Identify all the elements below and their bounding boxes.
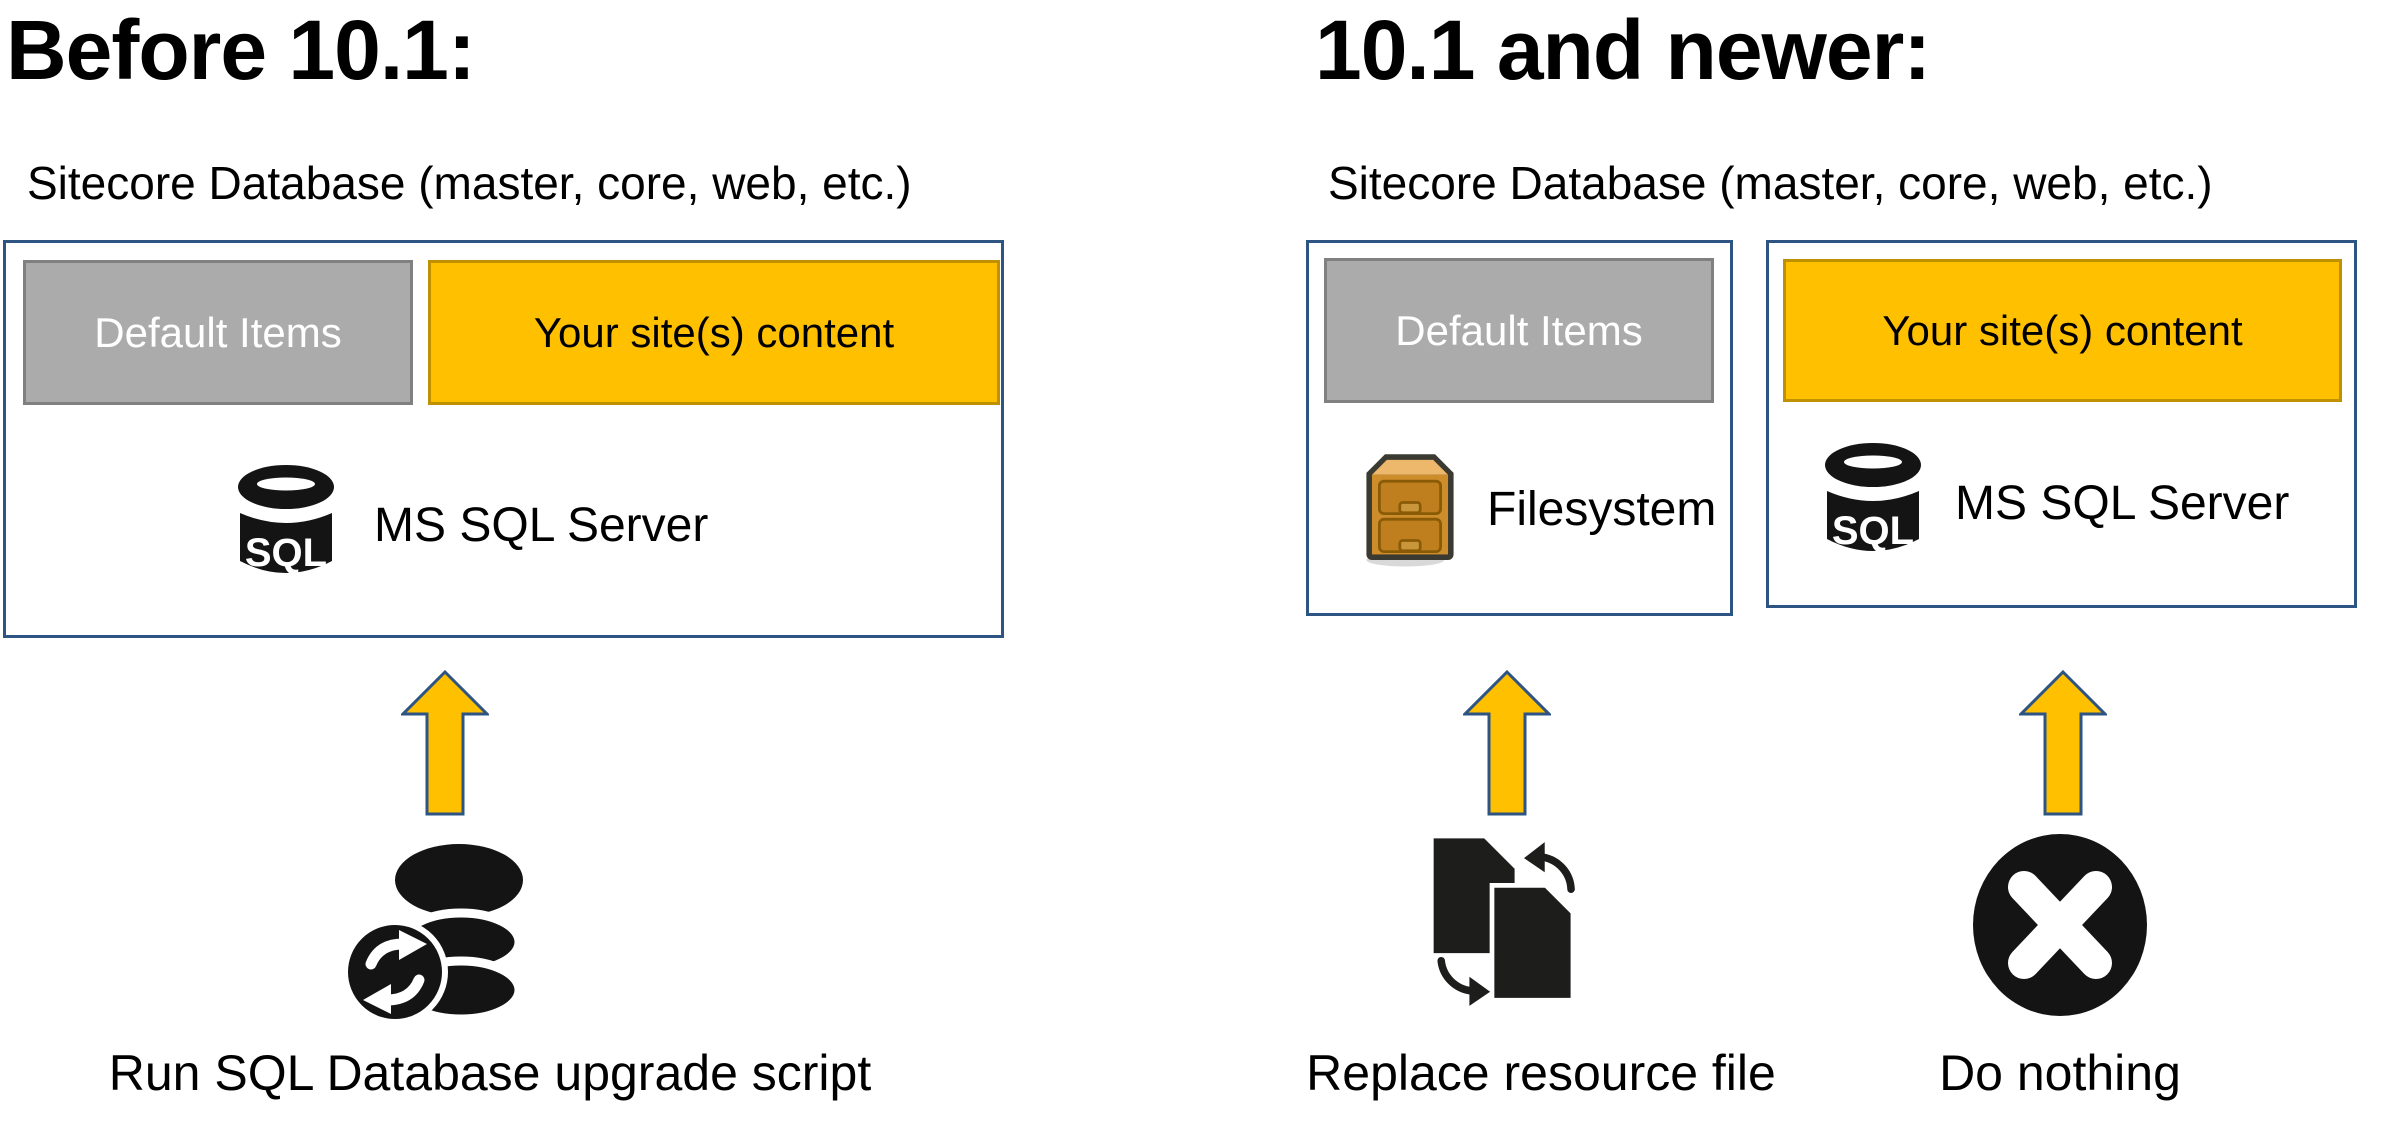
after-filesystem-row: Filesystem <box>1359 448 1716 570</box>
sql-database-icon: SQL <box>1825 443 1921 553</box>
after-site-content-box: Your site(s) content SQL MS SQL Server <box>1766 240 2357 608</box>
after-site-content-chip: Your site(s) content <box>1783 259 2342 402</box>
after-replace-caption: Replace resource file <box>1306 1045 1776 1101</box>
up-arrow-icon <box>2019 670 2107 816</box>
filesystem-cabinet-icon <box>1366 454 1454 567</box>
do-nothing-icon <box>1973 834 2147 1016</box>
up-arrow-icon <box>401 670 489 816</box>
after-filesystem-label: Filesystem <box>1487 482 1717 536</box>
before-storage-label: MS SQL Server <box>374 498 709 552</box>
after-do-nothing-caption: Do nothing <box>1939 1045 2181 1101</box>
replace-files-icon <box>1433 834 1577 1006</box>
after-default-items-chip: Default Items <box>1324 258 1714 403</box>
before-default-items-chip: Default Items <box>23 260 413 405</box>
after-database-label: Sitecore Database (master, core, web, et… <box>1328 157 2213 209</box>
before-storage-row: SQL MS SQL Server <box>234 463 708 587</box>
after-sql-row: SQL MS SQL Server <box>1821 441 2289 565</box>
sql-badge-text: SQL <box>1832 509 1914 553</box>
after-sql-storage-label: MS SQL Server <box>1955 476 2290 530</box>
before-site-content-chip: Your site(s) content <box>428 260 1000 405</box>
after-title: 10.1 and newer: <box>1315 3 1931 97</box>
sql-database-icon: SQL <box>238 465 334 575</box>
sql-badge-text: SQL <box>245 531 327 575</box>
before-database-box: Default Items Your site(s) content SQL M… <box>3 240 1004 638</box>
before-action-caption: Run SQL Database upgrade script <box>108 1045 872 1101</box>
after-default-items-box: Default Items Filesystem <box>1306 240 1733 616</box>
before-title: Before 10.1: <box>6 3 476 97</box>
before-database-label: Sitecore Database (master, core, web, et… <box>27 157 912 209</box>
database-upgrade-icon <box>345 844 524 1025</box>
up-arrow-icon <box>1463 670 1551 816</box>
